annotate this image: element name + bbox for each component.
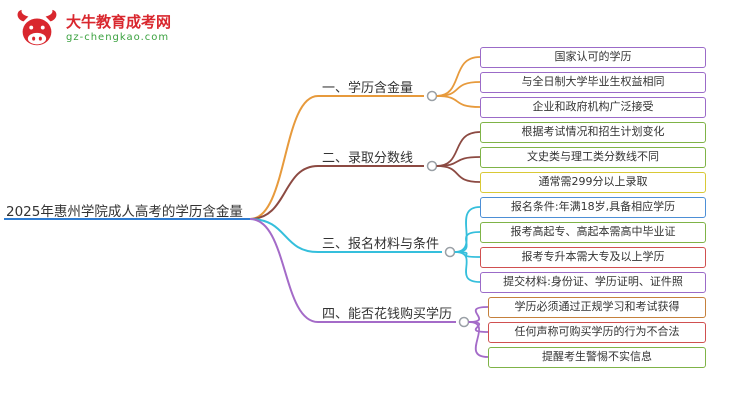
leaf-node: 提醒考生警惕不实信息: [488, 346, 706, 368]
leaf-node: 提交材料:身份证、学历证明、证件照: [480, 271, 706, 293]
branch-node: 三、报名材料与条件: [322, 237, 440, 252]
leaf-node: 通常需299分以上录取: [480, 171, 706, 193]
leaf-node: 报名条件:年满18岁,具备相应学历: [480, 196, 706, 218]
logo-title: 大牛教育成考网: [66, 13, 172, 32]
bull-logo-icon: [17, 9, 57, 46]
site-logo: 大牛教育成考网 gz-chengkao.com: [14, 6, 171, 52]
leaf-node: 报考专升本需大专及以上学历: [480, 246, 706, 268]
branch-node: 一、学历含金量: [322, 81, 414, 96]
branch-node: 二、录取分数线: [322, 151, 414, 166]
leaf-node: 根据考试情况和招生计划变化: [480, 121, 706, 143]
logo-subtitle: gz-chengkao.com: [66, 32, 170, 44]
leaf-node: 与全日制大学毕业生权益相同: [480, 71, 706, 93]
leaf-node: 企业和政府机构广泛接受: [480, 96, 706, 118]
leaf-node: 报考高起专、高起本需高中毕业证: [480, 221, 706, 243]
root-node: 2025年惠州学院成人高考的学历含金量: [6, 204, 243, 220]
branch-node: 四、能否花钱购买学历: [322, 307, 453, 322]
leaf-node: 文史类与理工类分数线不同: [480, 146, 706, 168]
leaf-node: 学历必须通过正规学习和考试获得: [488, 296, 706, 318]
leaf-node: 任何声称可购买学历的行为不合法: [488, 321, 706, 343]
leaf-node: 国家认可的学历: [480, 46, 706, 68]
